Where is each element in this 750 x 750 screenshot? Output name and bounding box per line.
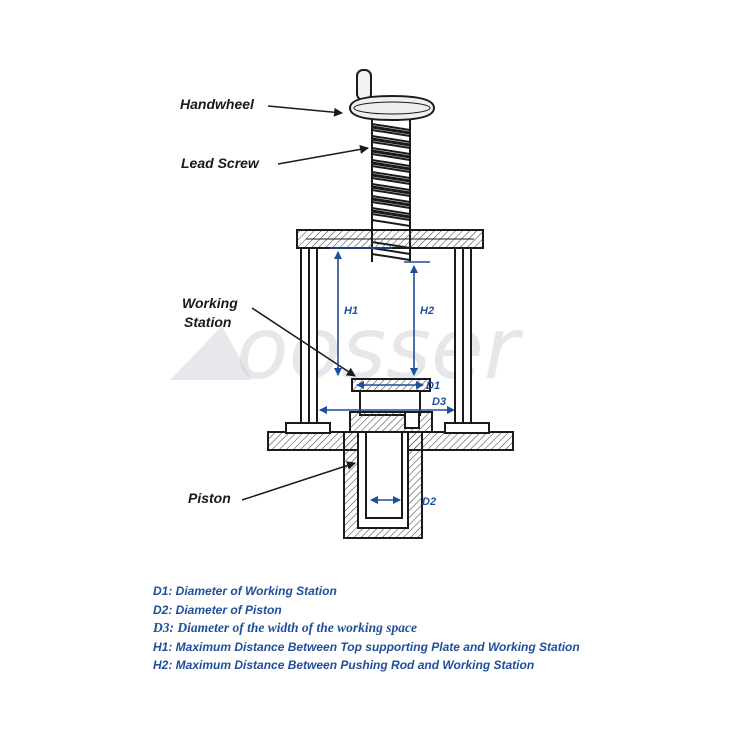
handwheel xyxy=(348,69,436,122)
support-columns xyxy=(300,247,472,424)
watermark-sail-icon xyxy=(170,326,252,380)
legend-d1: D1: Diameter of Working Station xyxy=(153,584,337,598)
legend-h1: H1: Maximum Distance Between Top support… xyxy=(153,639,580,654)
legend-d3: D3: Diameter of the width of the working… xyxy=(153,620,417,636)
label-piston: Piston xyxy=(188,490,231,506)
watermark-logo: oosser xyxy=(170,299,524,399)
dim-label-h1: H1 xyxy=(344,305,358,317)
label-working-station-line1: Working xyxy=(182,295,238,311)
piston-cylinder xyxy=(343,431,423,539)
dim-label-d2: D2 xyxy=(422,496,436,508)
legend-h2: H2: Maximum Distance Between Pushing Rod… xyxy=(153,658,535,673)
legend-d2: D2: Diameter of Piston xyxy=(153,602,282,617)
dim-label-d3: D3 xyxy=(432,396,446,408)
dimension-legend: D1: Diameter of Working Station D2: Diam… xyxy=(153,582,580,675)
label-lead-screw: Lead Screw xyxy=(181,155,260,171)
dim-label-h2: H2 xyxy=(420,305,434,317)
label-handwheel: Handwheel xyxy=(180,96,255,112)
top-supporting-plate xyxy=(296,229,484,249)
dimension-lines xyxy=(319,247,455,504)
working-station xyxy=(349,378,433,433)
label-working-station-line2: Station xyxy=(184,314,231,330)
dim-label-d1: D1 xyxy=(426,380,440,392)
